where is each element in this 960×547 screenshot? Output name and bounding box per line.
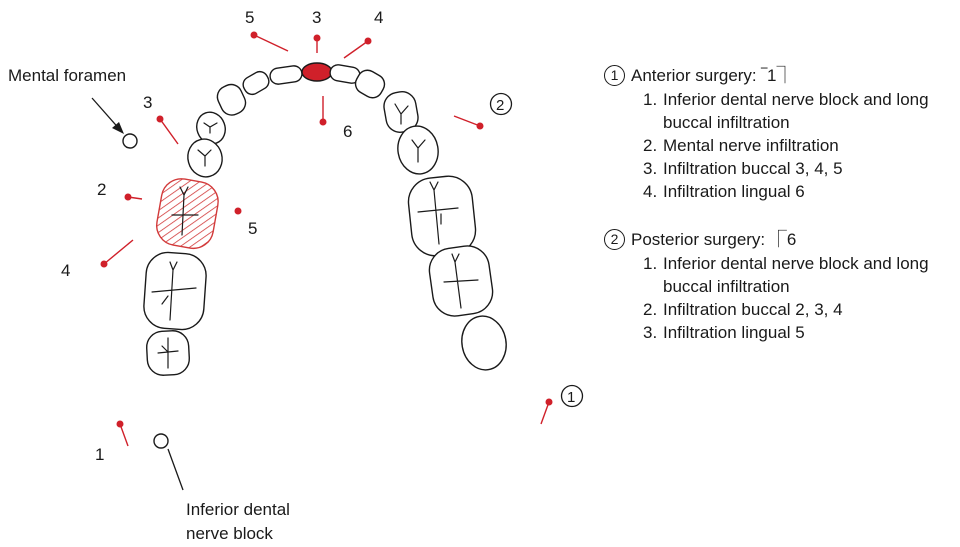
site-number-left-4: 4 bbox=[61, 261, 70, 280]
tooth-right-premolar-1-fissure bbox=[411, 139, 426, 163]
legend-posterior-item: 2. Infiltration buccal 2, 3, 4 bbox=[604, 298, 960, 321]
needle-posterior-2 bbox=[453, 115, 481, 127]
legend-item-number: 1. bbox=[643, 90, 658, 109]
circle-marker-2 bbox=[489, 92, 513, 116]
legend-item-text: Infiltration buccal 2, 3, 4 bbox=[663, 300, 843, 319]
needle-left-5-dot bbox=[234, 207, 242, 215]
circle-marker-2-label: 2 bbox=[496, 97, 504, 114]
inferior-block-leader bbox=[167, 448, 184, 491]
label-inferior-block-line1: Inferior dental bbox=[186, 500, 290, 519]
needle-palatal-6-dot bbox=[319, 118, 327, 126]
circle-marker-1-label: 1 bbox=[567, 389, 575, 406]
legend-item-text: Inferior dental nerve block and long buc… bbox=[663, 254, 929, 296]
injection-sites bbox=[100, 31, 553, 447]
tooth-right-molar-1-fissure bbox=[417, 181, 459, 245]
mental-foramen-marker bbox=[122, 133, 138, 149]
tooth-right-molar-3 bbox=[461, 315, 507, 371]
legend-item-number: 3. bbox=[643, 323, 658, 342]
needle-posterior-2-dot bbox=[476, 122, 484, 130]
label-inferior-block-line2: nerve block bbox=[186, 524, 273, 543]
inferior-block-marker bbox=[153, 433, 169, 449]
legend-anterior-item: 1. Inferior dental nerve block and long b… bbox=[604, 88, 960, 134]
tooth-right-molar-2-fissure bbox=[443, 253, 479, 309]
legend-item-text: Mental nerve infiltration bbox=[663, 136, 839, 155]
tooth-left-molar-2 bbox=[143, 251, 207, 331]
site-number-left-2: 2 bbox=[97, 180, 106, 199]
needle-left-2-dot bbox=[124, 193, 132, 201]
legend-posterior-marker: 2 bbox=[604, 228, 625, 250]
needle-top-4 bbox=[343, 40, 369, 59]
needle-left-4-dot bbox=[100, 260, 108, 268]
legend-posterior-title: Posterior surgery: ⎾6 bbox=[631, 229, 797, 249]
legend-posterior: 2 Posterior surgery: ⎾6 1. Inferior denta… bbox=[604, 226, 960, 344]
legend-item-number: 3. bbox=[643, 159, 658, 178]
left-quadrant-teeth bbox=[143, 65, 303, 376]
legend-anterior-item: 3. Infiltration buccal 3, 4, 5 bbox=[604, 157, 960, 180]
site-number-palatal-6: 6 bbox=[343, 122, 352, 141]
legend: 1 Anterior surgery: ‾1⏋ 1. Inferior denta… bbox=[604, 62, 960, 367]
needle-left-3 bbox=[159, 118, 179, 145]
circle-marker-1 bbox=[560, 384, 584, 408]
legend-item-text: Infiltration lingual 5 bbox=[663, 323, 805, 342]
legend-item-text: Infiltration lingual 6 bbox=[663, 182, 805, 201]
mental-foramen-arrowhead bbox=[112, 122, 124, 134]
needle-anterior-1-dot bbox=[545, 398, 553, 406]
needle-left-4 bbox=[103, 239, 134, 265]
tooth-left-lateral bbox=[242, 70, 270, 96]
tooth-left-canine bbox=[216, 83, 247, 116]
legend-anterior-item: 2. Mental nerve infiltration bbox=[604, 134, 960, 157]
legend-posterior-item: 3. Infiltration lingual 5 bbox=[604, 321, 960, 344]
site-number-top-4: 4 bbox=[374, 8, 383, 27]
legend-item-number: 2. bbox=[643, 136, 658, 155]
needle-bottom-1-dot bbox=[116, 420, 124, 428]
legend-anterior: 1 Anterior surgery: ‾1⏋ 1. Inferior denta… bbox=[604, 62, 960, 203]
needle-bottom-1 bbox=[119, 423, 129, 447]
tooth-left-incisor-2 bbox=[269, 65, 303, 85]
legend-item-number: 2. bbox=[643, 300, 658, 319]
right-quadrant-teeth bbox=[301, 62, 507, 371]
label-mental-foramen: Mental foramen bbox=[8, 66, 126, 85]
legend-item-number: 1. bbox=[643, 254, 658, 273]
needle-top-5-dot bbox=[250, 31, 258, 39]
needle-anterior-1 bbox=[540, 401, 550, 425]
tooth-left-molar-1-fissure bbox=[171, 186, 199, 236]
needle-top-5 bbox=[253, 34, 289, 52]
legend-anterior-header: 1 Anterior surgery: ‾1⏋ bbox=[604, 62, 960, 88]
tooth-right-canine-fissure bbox=[394, 103, 409, 125]
legend-posterior-item: 1. Inferior dental nerve block and long b… bbox=[604, 252, 960, 298]
tooth-left-molar-3-fissure bbox=[157, 337, 179, 369]
legend-item-number: 4. bbox=[643, 182, 658, 201]
needle-top-3-dot bbox=[313, 34, 321, 42]
tooth-central-incisor-red bbox=[301, 62, 333, 82]
tooth-left-premolar-2-fissure bbox=[197, 149, 212, 167]
legend-anterior-title: Anterior surgery: ‾1⏋ bbox=[631, 65, 794, 85]
site-number-left-3: 3 bbox=[143, 93, 152, 112]
tooth-right-lateral bbox=[354, 69, 386, 99]
site-number-bottom-1: 1 bbox=[95, 445, 104, 464]
needle-left-3-dot bbox=[156, 115, 164, 123]
tooth-left-molar-1-hatched bbox=[155, 178, 219, 250]
legend-anterior-item: 4. Infiltration lingual 6 bbox=[604, 180, 960, 203]
needle-top-4-dot bbox=[364, 37, 372, 45]
tooth-left-premolar-1-fissure bbox=[203, 122, 218, 134]
tooth-left-premolar-1 bbox=[196, 111, 226, 145]
site-number-left-5: 5 bbox=[248, 219, 257, 238]
legend-item-text: Infiltration buccal 3, 4, 5 bbox=[663, 159, 843, 178]
tooth-left-molar-2-fissure bbox=[151, 261, 197, 321]
site-number-top-5: 5 bbox=[245, 8, 254, 27]
legend-anterior-marker: 1 bbox=[604, 64, 625, 86]
legend-posterior-header: 2 Posterior surgery: ⎾6 bbox=[604, 226, 960, 252]
legend-item-text: Inferior dental nerve block and long buc… bbox=[663, 90, 929, 132]
site-number-top-3: 3 bbox=[312, 8, 321, 27]
